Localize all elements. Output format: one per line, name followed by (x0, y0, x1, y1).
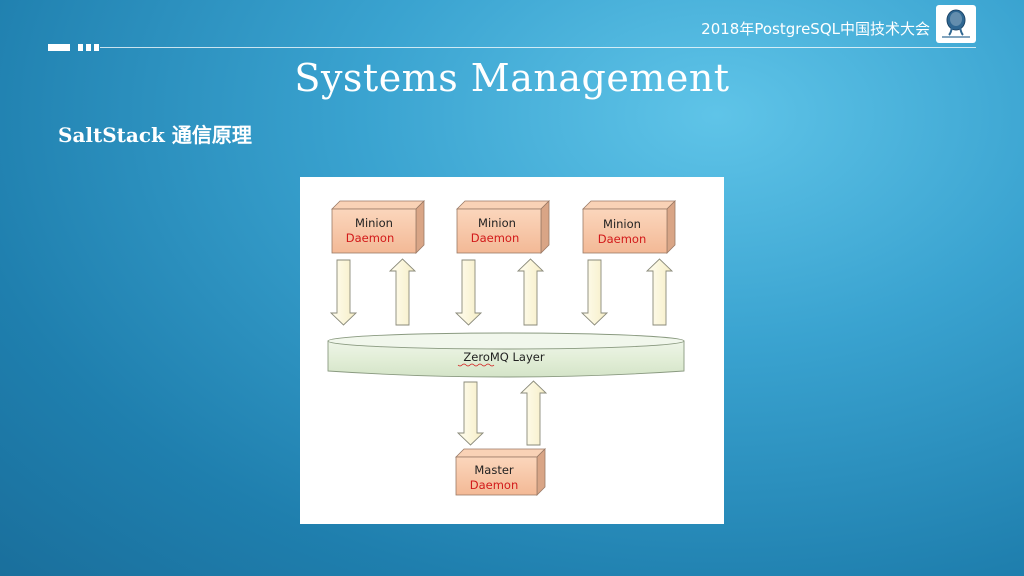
zeromq-layer-label: ZeroMQ Layer (463, 350, 544, 364)
slide-subtitle: SaltStack 通信原理 (58, 123, 252, 147)
minion-3-label: Minion (603, 217, 641, 231)
minion-box-2: Minion Daemon (456, 200, 550, 254)
header-divider (100, 47, 976, 48)
up-arrow-1 (388, 258, 417, 326)
down-arrow-3 (580, 259, 609, 326)
minion-2-label: Minion (478, 216, 516, 230)
minion-1-label: Minion (355, 216, 393, 230)
saltstack-diagram: Minion Daemon Minion Daemon Minion Daemo… (300, 177, 724, 524)
slide-title: Systems Management (294, 56, 730, 100)
up-arrow-2 (516, 258, 545, 326)
minion-1-daemon-label: Daemon (346, 231, 395, 245)
minion-box-3: Minion Daemon (582, 200, 676, 254)
down-arrow-1 (329, 259, 358, 326)
up-arrow-3 (645, 258, 674, 326)
minion-box-1: Minion Daemon (331, 200, 425, 254)
master-label: Master (474, 463, 514, 477)
zeromq-layer: ZeroMQ Layer (327, 332, 685, 378)
minion-3-daemon-label: Daemon (598, 232, 647, 246)
down-arrow-master (456, 381, 485, 446)
master-daemon-label: Daemon (470, 478, 519, 492)
master-box: Master Daemon (455, 448, 546, 496)
up-arrow-master (519, 380, 548, 446)
postgresql-logo-icon (936, 5, 976, 43)
down-arrow-2 (454, 259, 483, 326)
conference-title: 2018年PostgreSQL中国技术大会 (701, 20, 930, 38)
minion-2-daemon-label: Daemon (471, 231, 520, 245)
